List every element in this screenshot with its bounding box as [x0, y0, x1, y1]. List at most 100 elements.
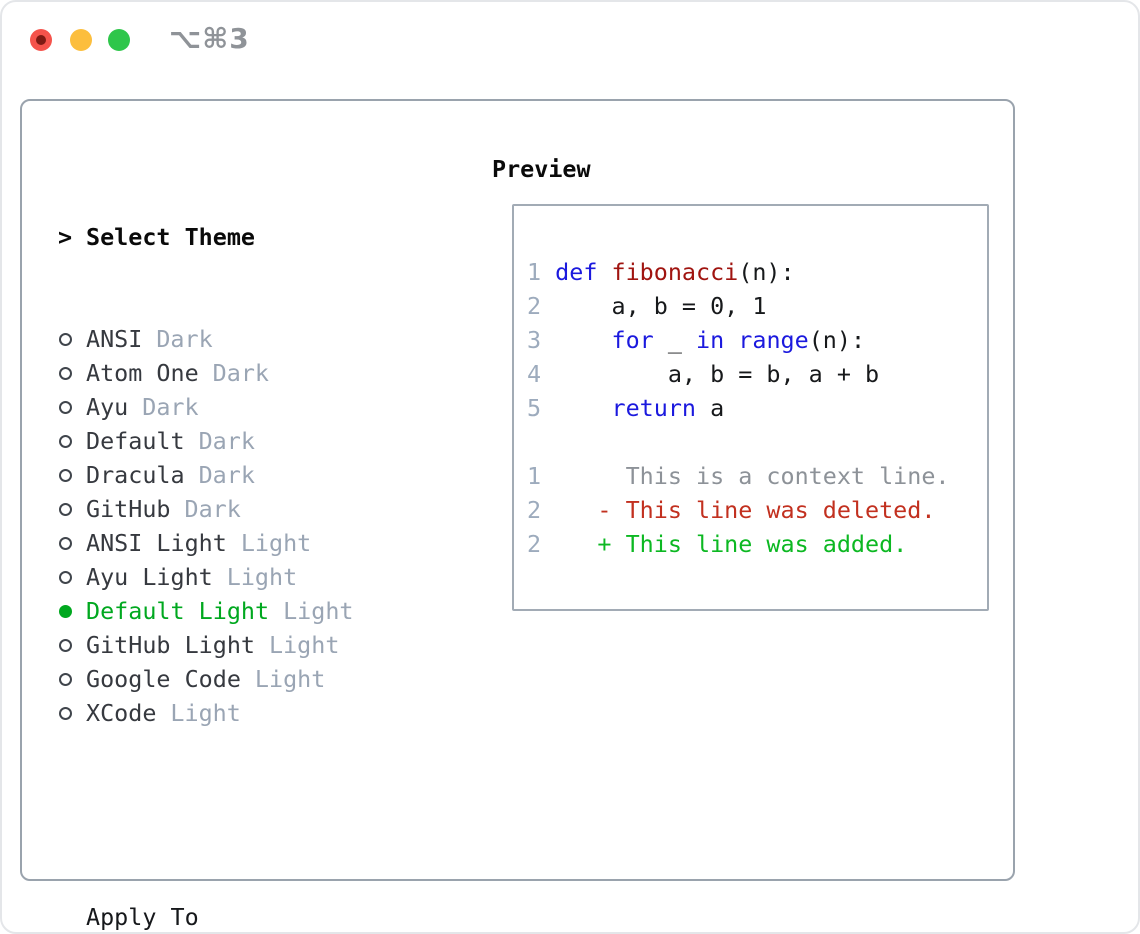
line-number: 4 — [527, 360, 542, 388]
code-token: return — [611, 394, 697, 422]
code-token — [597, 258, 611, 286]
code-token: a — [696, 394, 725, 422]
radio-icon — [58, 434, 86, 448]
radio-circle — [59, 434, 72, 448]
theme-variant: Light — [170, 699, 241, 727]
zoom-button[interactable] — [108, 29, 130, 51]
theme-option[interactable]: ANSI Dark — [58, 322, 508, 356]
theme-name: Default Light — [86, 597, 270, 625]
theme-name: XCode — [86, 699, 157, 727]
theme-option[interactable]: Default Dark — [58, 424, 508, 458]
theme-variant: Dark — [198, 461, 255, 489]
code-preview: 1 def fibonacci(n): 2 a, b = 0, 1 3 for _ … — [527, 255, 949, 561]
code-token — [541, 326, 611, 354]
theme-option[interactable]: Dracula Dark — [58, 458, 508, 492]
line-number: 2 — [527, 292, 542, 320]
theme-name: GitHub Light — [86, 631, 255, 659]
theme-option[interactable]: GitHub Light Light — [58, 628, 508, 662]
radio-icon — [58, 400, 86, 414]
code-token: a, b = b, a + b — [541, 360, 880, 388]
radio-circle — [59, 672, 72, 686]
code-line: 1 def fibonacci(n): — [527, 255, 949, 289]
theme-option[interactable]: Ayu Dark — [58, 390, 508, 424]
code-line: 5 return a — [527, 391, 949, 425]
theme-name: GitHub — [86, 495, 171, 523]
theme-option[interactable]: GitHub Dark — [58, 492, 508, 526]
code-token: (n): — [808, 326, 866, 354]
theme-variant: Dark — [212, 359, 270, 387]
theme-variant: Dark — [142, 393, 199, 421]
radio-circle — [59, 400, 72, 414]
radio-icon — [58, 502, 86, 516]
radio-circle — [59, 570, 72, 584]
code-token: _ — [653, 326, 697, 354]
theme-option[interactable]: ANSI Light Light — [58, 526, 508, 560]
close-dot-icon — [36, 35, 46, 45]
code-token — [724, 326, 738, 354]
theme-variant: Dark — [198, 427, 255, 455]
code-token: (n): — [738, 258, 795, 286]
theme-picker-title: Select Theme — [86, 223, 255, 251]
code-token: for — [611, 326, 654, 354]
preview-title: Preview — [492, 155, 591, 183]
code-line: 2 - This line was deleted. — [527, 493, 949, 527]
code-token: in — [696, 326, 725, 354]
theme-option[interactable]: Atom One Dark — [58, 356, 508, 390]
radio-circle — [59, 468, 72, 482]
spacer — [58, 798, 508, 832]
radio-icon — [58, 570, 86, 584]
theme-variant: Light — [240, 529, 312, 557]
theme-variant: Light — [254, 665, 326, 693]
radio-circle — [59, 332, 72, 346]
theme-variant: Dark — [184, 495, 241, 523]
line-number: 3 — [527, 326, 542, 354]
theme-option[interactable]: XCode Light — [58, 696, 508, 730]
theme-option[interactable]: Default Light Light — [58, 594, 508, 628]
code-line — [527, 425, 949, 459]
code-token: + This line was added. — [541, 530, 908, 558]
line-number: 5 — [527, 394, 542, 422]
radio-icon — [58, 672, 86, 686]
minimize-button[interactable] — [70, 29, 92, 51]
code-token: This is a context line. — [541, 462, 950, 490]
code-token — [541, 394, 611, 422]
code-line: 1 This is a context line. — [527, 459, 949, 493]
theme-name: Ayu — [86, 393, 129, 421]
theme-name: Default — [86, 427, 185, 455]
radio-icon — [58, 706, 86, 720]
theme-name: ANSI Light — [86, 529, 227, 557]
title-bar: ⌥⌘3 — [2, 2, 1138, 78]
code-token: - This line was deleted. — [541, 496, 936, 524]
line-number: 1 — [527, 258, 556, 286]
radio-circle — [59, 604, 72, 618]
apply-to-title: Apply To — [86, 903, 199, 931]
theme-name: ANSI — [86, 325, 143, 353]
radio-circle — [59, 366, 72, 380]
radio-icon — [58, 468, 86, 482]
theme-name: Atom One — [86, 359, 199, 387]
window-title-shortcut: ⌥⌘3 — [169, 22, 250, 55]
line-number: 2 — [527, 530, 542, 558]
code-line: 4 a, b = b, a + b — [527, 357, 949, 391]
code-token: range — [738, 326, 809, 354]
line-number: 2 — [527, 496, 542, 524]
radio-icon — [58, 366, 86, 380]
theme-variant: Light — [269, 631, 340, 659]
theme-variant: Light — [283, 597, 354, 625]
close-button[interactable] — [30, 29, 52, 51]
cursor-icon: > — [58, 223, 73, 251]
radio-icon — [58, 536, 86, 550]
code-token: a, b = 0, 1 — [541, 292, 767, 320]
theme-variant: Dark — [156, 325, 213, 353]
theme-name: Dracula — [86, 461, 185, 489]
apply-to-header: Apply To — [58, 900, 508, 932]
code-token: def — [555, 258, 598, 286]
code-line: 2 + This line was added. — [527, 527, 949, 561]
radio-icon — [58, 638, 86, 652]
code-line: 3 for _ in range(n): — [527, 323, 949, 357]
line-number: 1 — [527, 462, 542, 490]
